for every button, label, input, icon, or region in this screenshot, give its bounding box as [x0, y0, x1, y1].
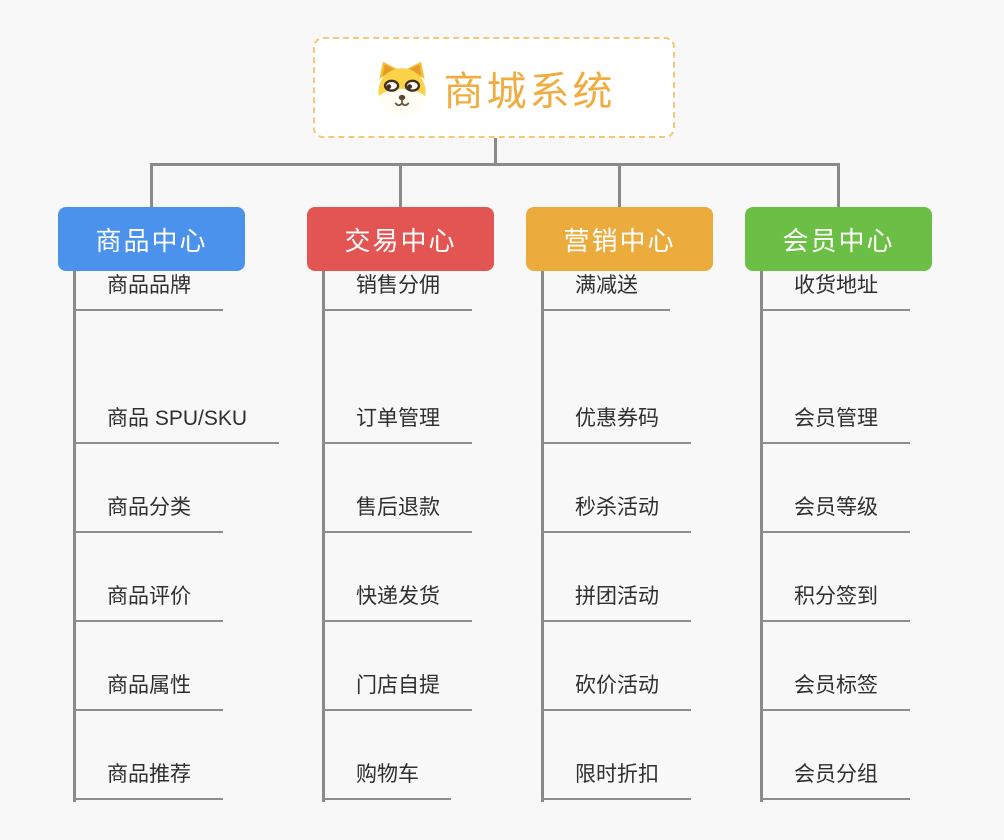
- subtopic[interactable]: 砍价活动: [541, 671, 691, 711]
- subtopic[interactable]: 会员管理: [760, 404, 910, 444]
- branch-rail: [322, 271, 325, 802]
- branch-topic-trade-center[interactable]: 交易中心: [307, 207, 494, 271]
- branch-children-product-center: 商品 SPU/SKU 商品分类 商品评价 商品属性 商品推荐 商品品牌: [73, 271, 303, 804]
- subtopic[interactable]: 秒杀活动: [541, 493, 691, 533]
- subtopic[interactable]: 优惠券码: [541, 404, 691, 444]
- subtopic[interactable]: 商品推荐: [73, 760, 223, 800]
- subtopic[interactable]: 售后退款: [322, 493, 472, 533]
- branch-children-marketing-center: 优惠券码 秒杀活动 拼团活动 砍价活动 限时折扣 满减送: [541, 271, 771, 804]
- root-topic[interactable]: 商城系统: [313, 37, 675, 138]
- subtopic[interactable]: 商品品牌: [73, 271, 223, 311]
- subtopic[interactable]: 购物车: [322, 760, 451, 800]
- subtopic[interactable]: 门店自提: [322, 671, 472, 711]
- subtopic[interactable]: 商品 SPU/SKU: [73, 404, 280, 444]
- branch-topic-product-center[interactable]: 商品中心: [58, 207, 245, 271]
- subtopic[interactable]: 会员分组: [760, 760, 910, 800]
- subtopic[interactable]: 会员标签: [760, 671, 910, 711]
- subtopic[interactable]: 商品评价: [73, 582, 223, 622]
- subtopic[interactable]: 会员等级: [760, 493, 910, 533]
- subtopic[interactable]: 快递发货: [322, 582, 472, 622]
- branch-rail: [541, 271, 544, 802]
- subtopic[interactable]: 销售分佣: [322, 271, 472, 311]
- branch-topic-marketing-center[interactable]: 营销中心: [526, 207, 713, 271]
- subtopic[interactable]: 商品分类: [73, 493, 223, 533]
- branch-children-member-center: 会员管理 会员等级 积分签到 会员标签 会员分组 收货地址: [760, 271, 990, 804]
- subtopic[interactable]: 满减送: [541, 271, 670, 311]
- branch-rail: [73, 271, 76, 802]
- subtopic[interactable]: 订单管理: [322, 404, 472, 444]
- subtopic[interactable]: 收货地址: [760, 271, 910, 311]
- subtopic[interactable]: 拼团活动: [541, 582, 691, 622]
- branch-rail: [760, 271, 763, 802]
- subtopic[interactable]: 商品属性: [73, 671, 223, 711]
- branch-topic-member-center[interactable]: 会员中心: [745, 207, 932, 271]
- shiba-dog-icon: [377, 61, 426, 115]
- subtopic[interactable]: 限时折扣: [541, 760, 691, 800]
- root-topic-title: 商城系统: [443, 69, 616, 114]
- subtopic[interactable]: 积分签到: [760, 582, 910, 622]
- branch-children-trade-center: 订单管理 售后退款 快递发货 门店自提 购物车 销售分佣: [322, 271, 552, 804]
